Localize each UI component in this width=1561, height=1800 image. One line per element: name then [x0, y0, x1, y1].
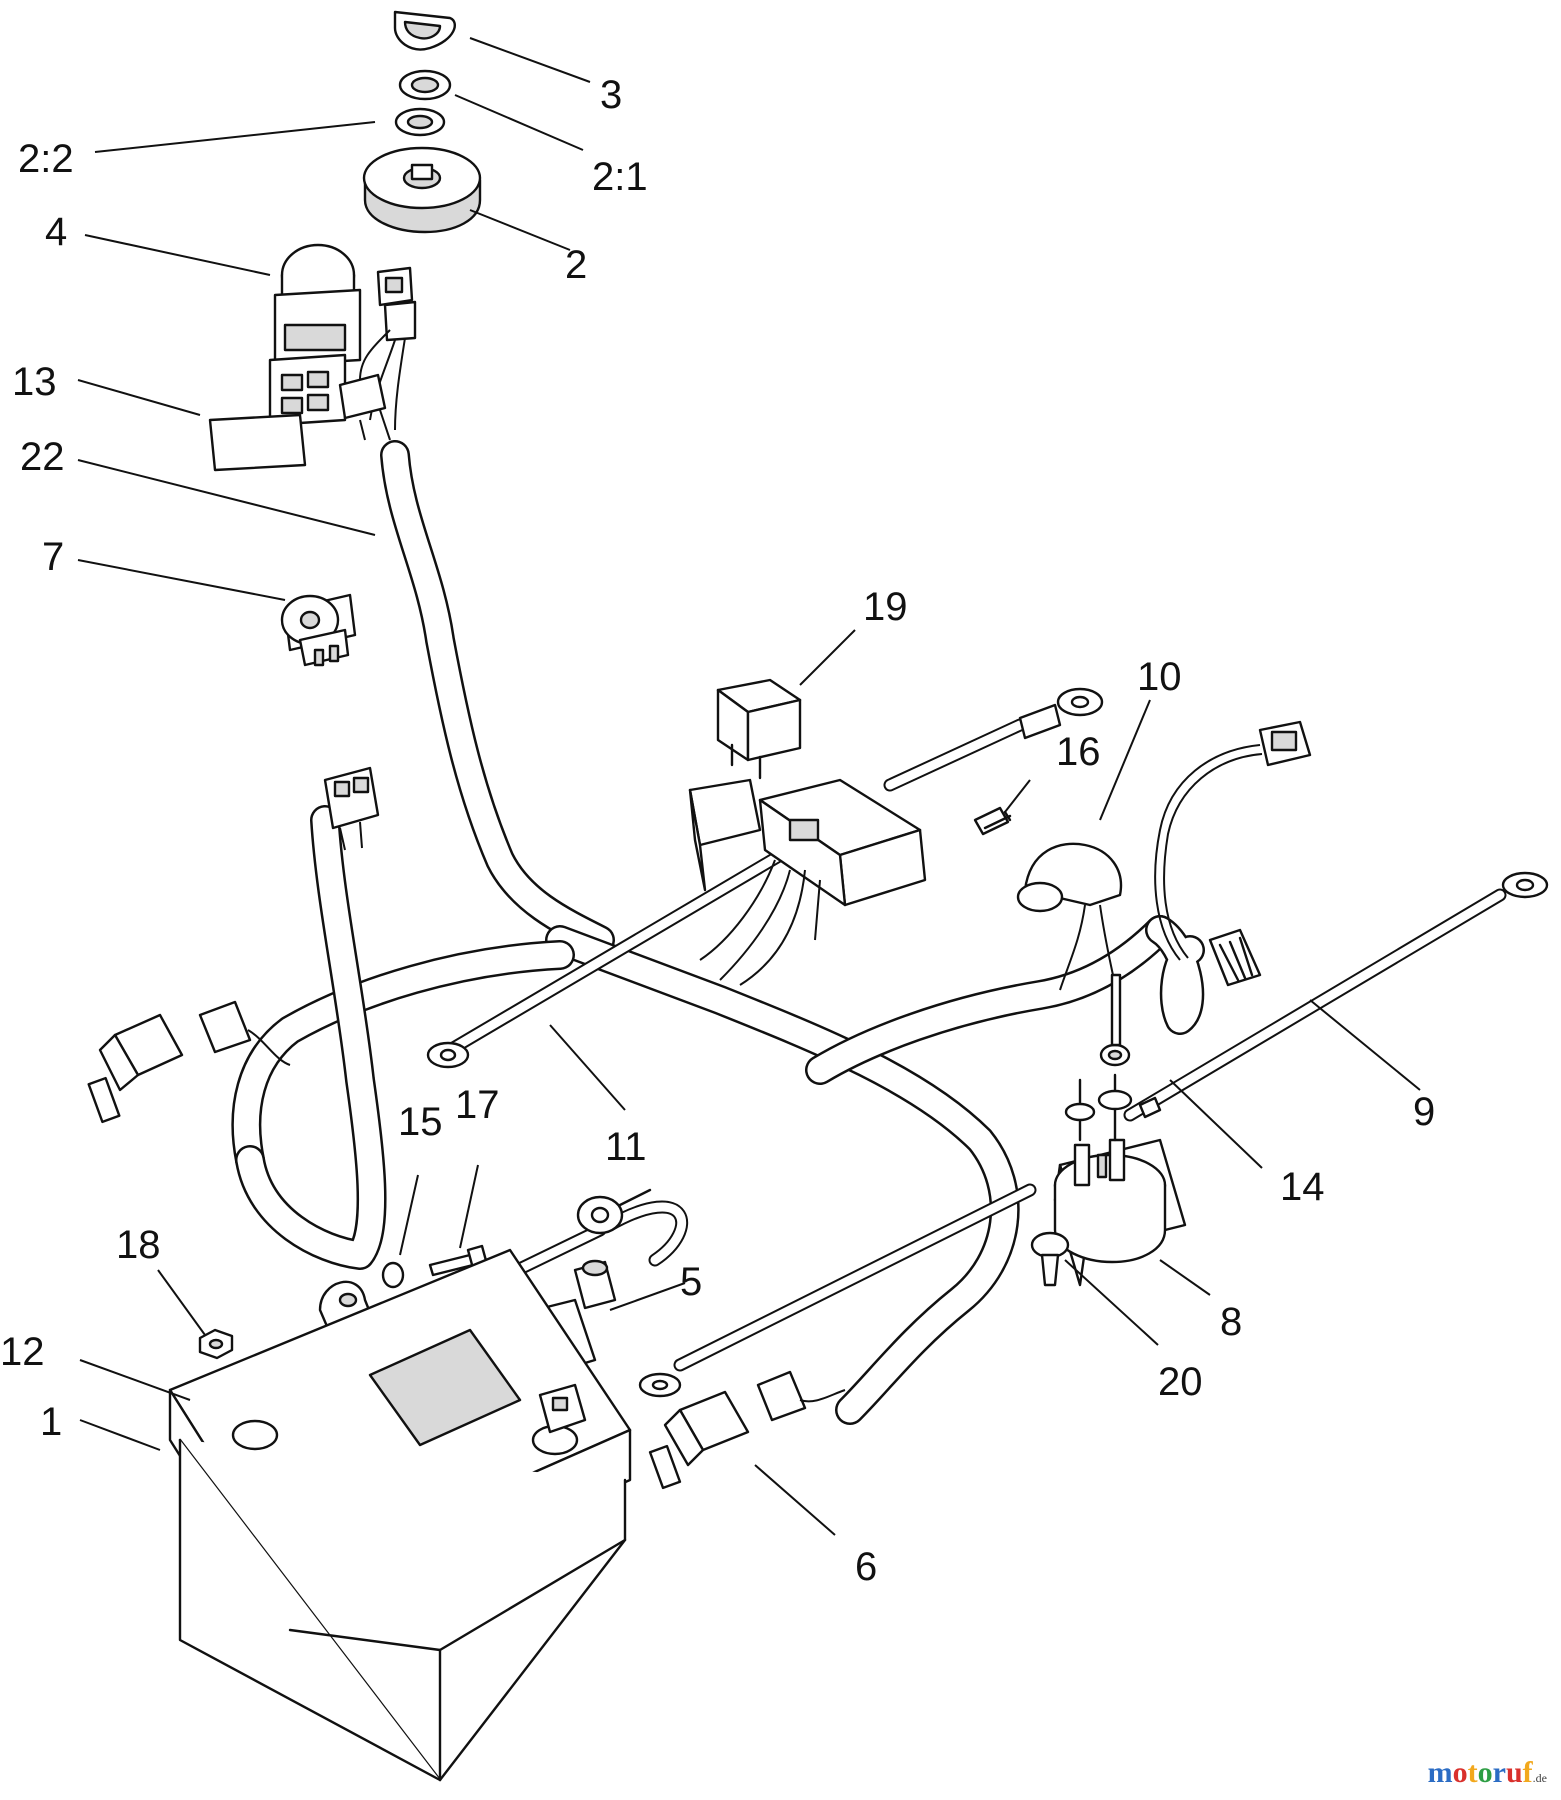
callout-18: 18 — [116, 1223, 161, 1267]
callout-20: 20 — [1158, 1360, 1203, 1404]
callout-17: 17 — [455, 1083, 500, 1127]
callout-12: 12 — [0, 1330, 45, 1374]
part-19-relay — [716, 678, 802, 780]
callout-2: 2 — [565, 243, 587, 287]
fuse-wire-terminal — [883, 687, 1104, 792]
callout-22: 22 — [20, 435, 65, 479]
part-2-1-nut — [398, 69, 452, 101]
callout-13: 13 — [12, 360, 57, 404]
callout-labels: 3 2:2 2:1 4 2 13 22 7 19 10 16 15 17 11 … — [0, 73, 1435, 1589]
callout-15: 15 — [398, 1100, 443, 1144]
part-6-plug — [648, 1370, 846, 1490]
watermark-logo: motoruf.de — [1427, 1756, 1547, 1789]
part-2-switch — [362, 146, 482, 234]
part-20-screw — [1030, 1231, 1070, 1287]
part-8-solenoid — [1053, 1138, 1187, 1287]
callout-5: 5 — [680, 1260, 702, 1304]
callout-8: 8 — [1220, 1300, 1242, 1344]
callout-16: 16 — [1056, 730, 1101, 774]
callout-19: 19 — [863, 585, 908, 629]
part-14-nut-washer — [1064, 973, 1162, 1142]
part-1-battery — [168, 1248, 632, 1782]
part-16-screw — [973, 806, 1012, 836]
part-4-ignition-switch — [268, 243, 417, 441]
fuse-block — [688, 778, 927, 986]
part-15-washer — [381, 1261, 405, 1289]
harness-connector-right — [1208, 928, 1262, 987]
callout-3: 3 — [600, 73, 622, 117]
callout-7: 7 — [42, 535, 64, 579]
callout-6: 6 — [855, 1545, 877, 1589]
part-3-cap — [393, 10, 456, 51]
ground-cable — [638, 1183, 1037, 1398]
wire-harness — [231, 440, 1205, 1425]
callout-9: 9 — [1413, 1090, 1435, 1134]
callout-1: 1 — [40, 1400, 62, 1444]
part-7-switch — [280, 593, 357, 667]
callout-10: 10 — [1137, 655, 1182, 699]
callout-11: 11 — [605, 1125, 647, 1169]
callout-2-1: 2:1 — [592, 155, 648, 199]
leader-lines — [77, 37, 1421, 1536]
battery-cable-11 — [426, 813, 847, 1069]
part-13-plate — [208, 413, 307, 472]
harness-connector-left — [323, 766, 380, 851]
part-18-nut — [198, 1328, 234, 1360]
callout-14: 14 — [1280, 1165, 1325, 1209]
connector-wire-right — [1154, 720, 1312, 961]
callout-2-2: 2:2 — [18, 137, 74, 181]
callout-4: 4 — [45, 210, 67, 254]
part-2-2-washer — [394, 107, 446, 137]
left-plug-connector — [87, 1000, 291, 1124]
